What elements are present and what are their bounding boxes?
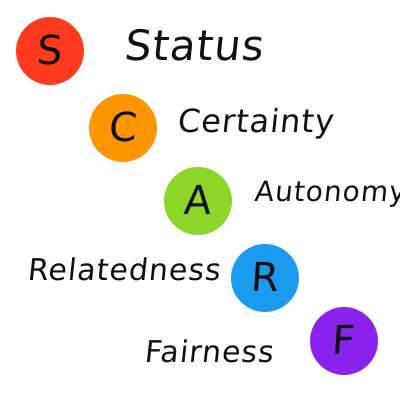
letter-f: F (330, 318, 358, 364)
fairness-circle: F (310, 307, 378, 375)
word-certainty: Certainty (176, 102, 337, 140)
relatedness-circle: R (231, 244, 299, 312)
word-relatedness: Relatedness (26, 253, 224, 288)
word-autonomy: Autonomy (253, 175, 400, 208)
word-fairness: Fairness (143, 335, 277, 370)
certainty-circle: C (89, 94, 157, 162)
letter-s: S (35, 28, 65, 74)
word-status: Status (122, 21, 268, 70)
status-circle: S (16, 17, 84, 85)
letter-a: A (182, 178, 214, 224)
autonomy-circle: A (164, 167, 232, 235)
letter-c: C (107, 105, 139, 151)
letter-r: R (249, 255, 281, 301)
